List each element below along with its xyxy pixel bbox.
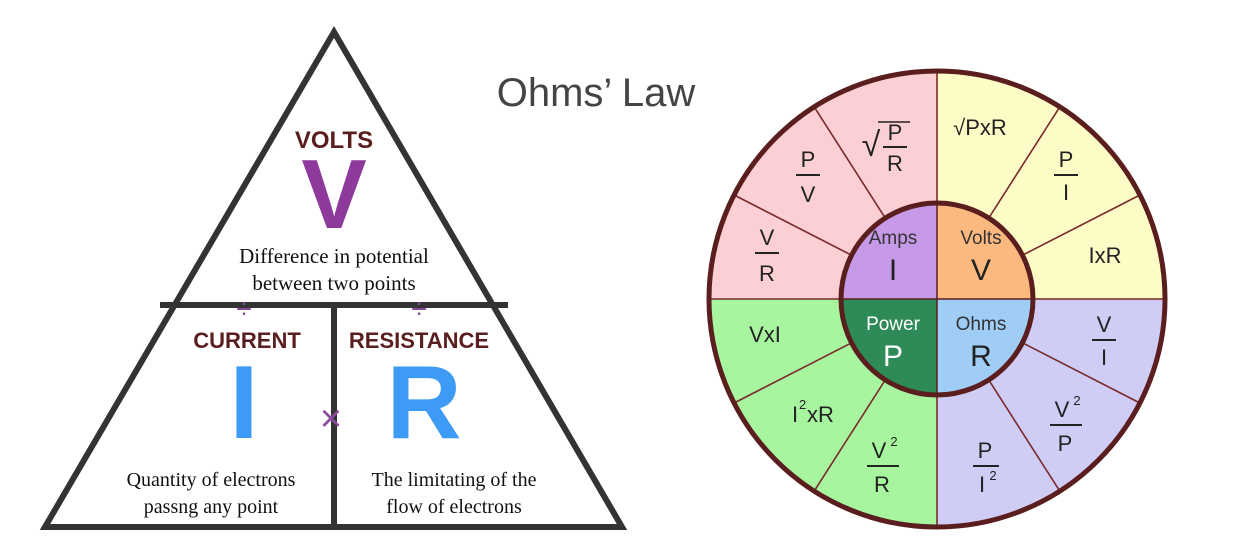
volts-description-line1: Difference in potential: [239, 244, 429, 268]
svg-text:P: P: [978, 438, 993, 463]
hub-power-label: Power: [866, 314, 921, 335]
resistance-label: RESISTANCE: [349, 328, 489, 353]
svg-text:I: I: [792, 402, 798, 427]
hub-volts-quadrant: [937, 203, 1033, 299]
svg-text:P: P: [888, 120, 903, 145]
svg-text:P: P: [801, 147, 816, 172]
volts-description-line2: between two points: [252, 271, 415, 295]
formula-v2-over-r: V 2 R: [867, 434, 899, 497]
hub-volts-label: Volts: [960, 228, 1001, 249]
divide-symbol-right: ÷: [411, 293, 426, 324]
hub-power-quadrant: [841, 299, 937, 395]
formula-sqrt-p-over-r: √ P R: [862, 120, 910, 176]
resistance-description-line2: flow of electrons: [386, 496, 522, 518]
svg-text:2: 2: [799, 397, 806, 412]
formula-i2xr: I 2 xR: [792, 397, 834, 427]
formula-vxi: VxI: [749, 322, 781, 347]
svg-text:xR: xR: [807, 402, 834, 427]
current-description-line2: passng any point: [144, 496, 279, 518]
volts-label: VOLTS: [295, 127, 373, 154]
hub-power-symbol: P: [883, 340, 903, 373]
svg-text:R: R: [887, 151, 903, 176]
svg-text:V: V: [1055, 397, 1070, 422]
svg-text:P: P: [1059, 147, 1074, 172]
hub-volts-symbol: V: [971, 254, 991, 287]
hub-amps-label: Amps: [869, 228, 918, 249]
wheel-outline: [706, 68, 1168, 530]
hub-ohms-label: Ohms: [956, 314, 1007, 335]
formula-v-over-i: V I: [1092, 312, 1116, 370]
svg-text:2: 2: [890, 434, 897, 449]
formula-sqrt-pxr: √PxR: [953, 115, 1007, 140]
multiply-symbol: ×: [320, 398, 342, 440]
current-label: CURRENT: [193, 328, 301, 353]
volts-symbol: V: [301, 139, 366, 249]
divide-symbol-left: ÷: [236, 293, 251, 324]
svg-text:I: I: [1063, 180, 1069, 205]
page-title: Ohms’ Law: [497, 71, 696, 115]
formula-v2-over-p: V 2 P: [1050, 393, 1082, 456]
svg-text:R: R: [759, 261, 775, 286]
current-description-line1: Quantity of electrons: [127, 469, 296, 491]
ohms-law-wheel: Amps I Volts V Power P Ohms R V R P V √ …: [706, 68, 1168, 530]
svg-text:V: V: [872, 438, 887, 463]
formula-p-over-v: P V: [796, 147, 820, 207]
resistance-description-line1: The limitating of the: [372, 469, 537, 491]
formula-ixr: IxR: [1089, 243, 1122, 268]
svg-text:I: I: [979, 472, 985, 497]
hub-amps-quadrant: [841, 203, 937, 299]
hub-ohms-symbol: R: [970, 340, 992, 373]
radical-sign: √: [862, 126, 881, 164]
svg-text:2: 2: [989, 468, 996, 483]
hub-ohms-quadrant: [937, 299, 1033, 395]
current-symbol: I: [230, 345, 259, 461]
formula-v-over-r: V R: [755, 225, 779, 286]
svg-text:V: V: [801, 182, 816, 207]
svg-text:V: V: [1097, 312, 1112, 337]
formula-p-over-i: P I: [1054, 147, 1078, 205]
svg-text:R: R: [874, 472, 890, 497]
svg-text:2: 2: [1073, 393, 1080, 408]
svg-text:P: P: [1058, 431, 1073, 456]
resistance-symbol: R: [386, 345, 461, 461]
svg-text:V: V: [760, 225, 775, 250]
svg-text:I: I: [1101, 345, 1107, 370]
hub-amps-symbol: I: [889, 254, 897, 287]
ohms-law-triangle: VOLTS V Difference in potential between …: [39, 26, 628, 530]
formula-p-over-i2: P I 2: [973, 438, 999, 497]
